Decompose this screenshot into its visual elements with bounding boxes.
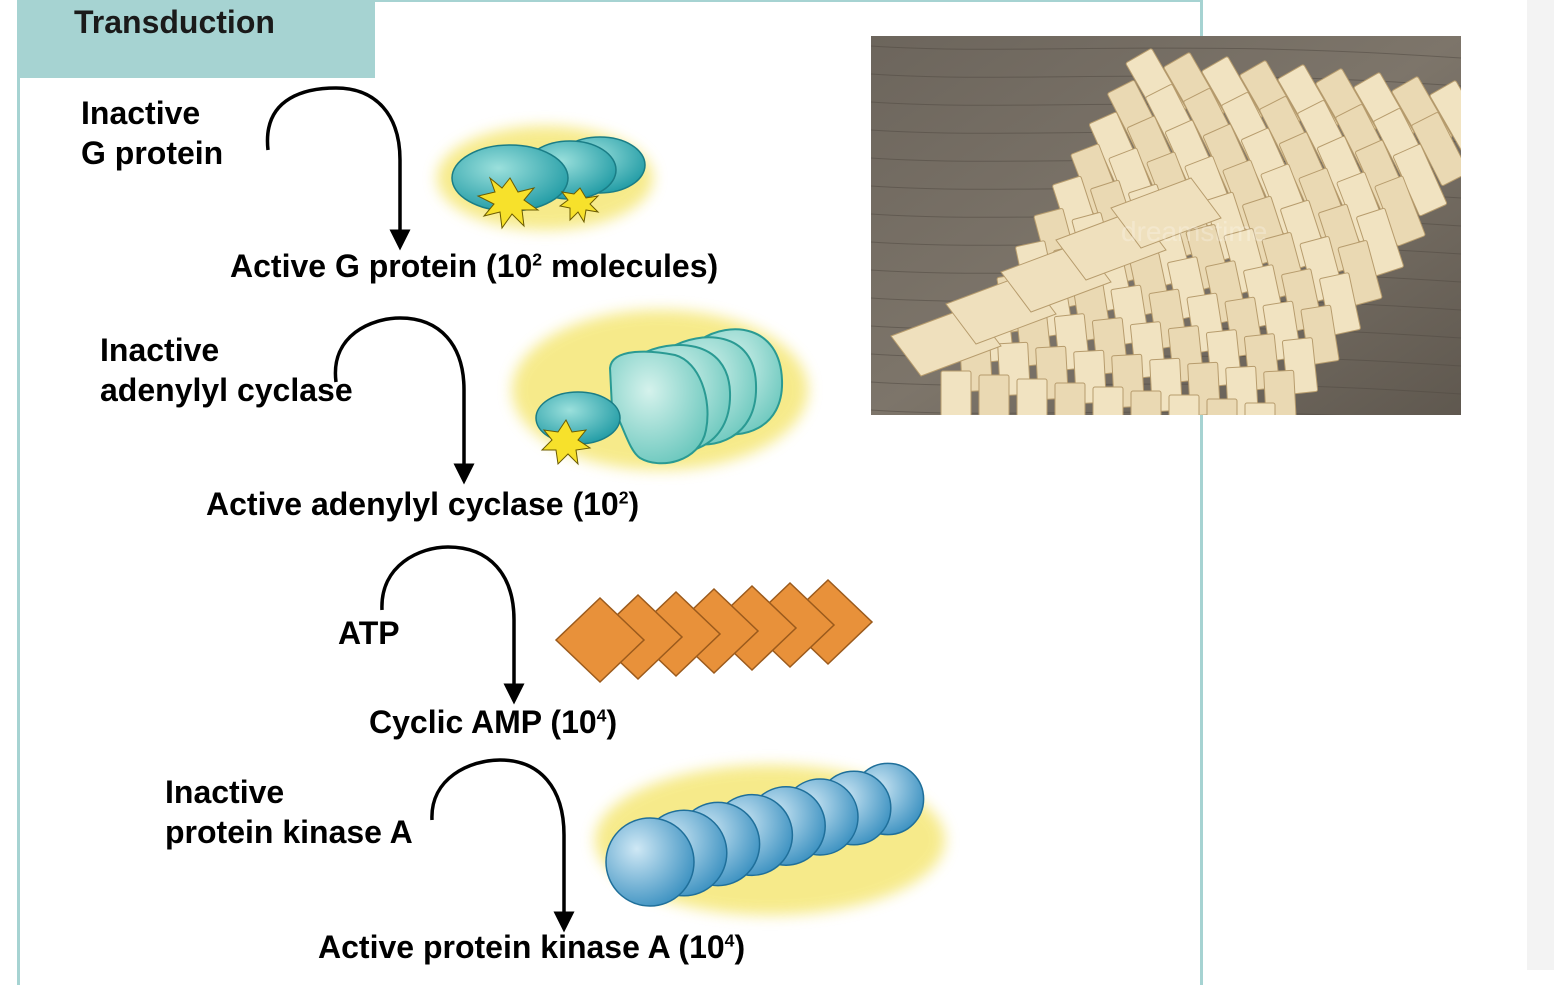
domino-tile bbox=[1054, 382, 1086, 415]
arrow-step-4 bbox=[430, 758, 575, 933]
domino-tile bbox=[1411, 112, 1461, 186]
adenylyl-cyclase-complex-icon bbox=[512, 310, 808, 470]
domino-tile bbox=[1168, 394, 1200, 415]
panel-frame bbox=[17, 0, 1203, 985]
input-label-atp: ATP bbox=[338, 615, 400, 651]
panel-title: Transduction bbox=[74, 4, 275, 40]
arrow-step-1 bbox=[265, 86, 411, 251]
camp-diamond bbox=[554, 596, 646, 684]
right-margin-strip bbox=[1527, 0, 1554, 970]
g-protein-trio-icon bbox=[437, 126, 653, 230]
output-label-active-protein-kinase-a: Active protein kinase A (104) bbox=[318, 929, 746, 965]
domino-tile bbox=[978, 374, 1010, 415]
output-label-cyclic-amp: Cyclic AMP (104) bbox=[369, 704, 618, 740]
protein-kinase-spheres-icon bbox=[595, 762, 945, 915]
domino-tile bbox=[1206, 398, 1238, 415]
header-tab bbox=[17, 0, 375, 78]
output-label-active-g-protein: Active G protein (102 molecules) bbox=[230, 248, 719, 284]
domino-tile bbox=[1016, 378, 1048, 415]
fallen-domino bbox=[1110, 177, 1222, 249]
cyclic-amp-diamonds-icon bbox=[554, 578, 874, 684]
domino-tile bbox=[940, 370, 972, 415]
photo-watermark: dreamstime bbox=[1121, 216, 1267, 247]
domino-tile bbox=[1244, 402, 1276, 415]
domino-tile bbox=[1130, 390, 1162, 415]
arrow-step-3 bbox=[380, 545, 525, 705]
output-label-active-adenylyl-cyclase: Active adenylyl cyclase (102) bbox=[206, 486, 640, 522]
kinase-sphere bbox=[605, 817, 695, 907]
domino-tile bbox=[1092, 386, 1124, 415]
domino-tile bbox=[1429, 80, 1461, 156]
falling-dominoes-photo: dreamstime bbox=[871, 36, 1461, 415]
arrow-step-2 bbox=[333, 316, 475, 485]
